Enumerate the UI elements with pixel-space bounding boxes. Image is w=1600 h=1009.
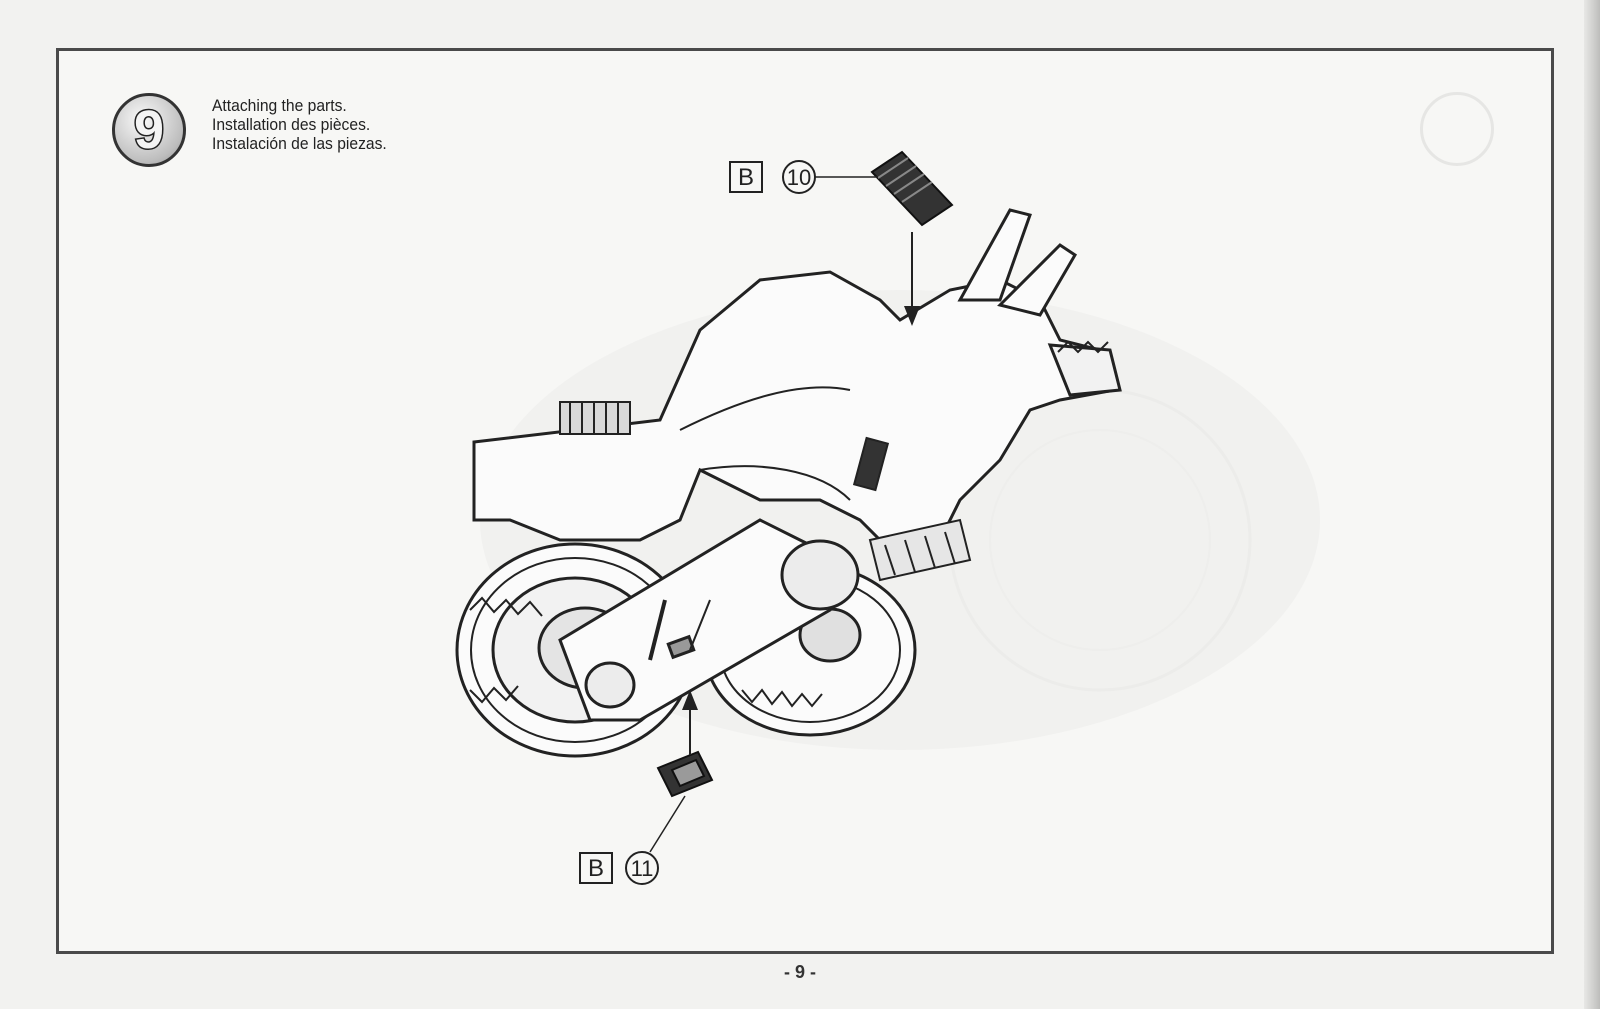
grille-details: [559, 401, 972, 582]
sprue-label-b10: B: [738, 164, 754, 191]
callout-b11: B 11: [579, 795, 686, 885]
sprue-box-b11: [579, 852, 613, 884]
arrow-b11-head: [682, 690, 698, 710]
part-b10: [870, 150, 954, 227]
part-circle-b11: [625, 851, 659, 885]
sprue-box-b10: [729, 161, 763, 193]
step-number: 9: [132, 100, 165, 160]
arrow-b10-head: [904, 306, 920, 326]
body-chassis: [472, 270, 1118, 562]
part-b11: [656, 750, 714, 798]
step-instructions: Attaching the parts. Installation des pi…: [212, 96, 387, 153]
instruction-english: Attaching the parts.: [212, 96, 347, 115]
callout-b10: B 10: [729, 160, 878, 194]
instruction-french: Installation des pièces.: [212, 115, 371, 134]
head-horns: [957, 208, 1122, 397]
part-number-b10: 10: [787, 165, 811, 190]
swing-arm: [558, 518, 860, 722]
leader-line-b11: [649, 795, 686, 853]
step-number-badge: 9: [112, 93, 186, 167]
bleed-through-step-badge: [1420, 92, 1494, 166]
page-edge: [1584, 0, 1600, 1009]
page-number: - 9 -: [783, 962, 816, 982]
instruction-spanish: Instalación de las piezas.: [212, 134, 387, 153]
part-number-b11: 11: [631, 856, 654, 881]
sprue-label-b11: B: [588, 855, 604, 882]
